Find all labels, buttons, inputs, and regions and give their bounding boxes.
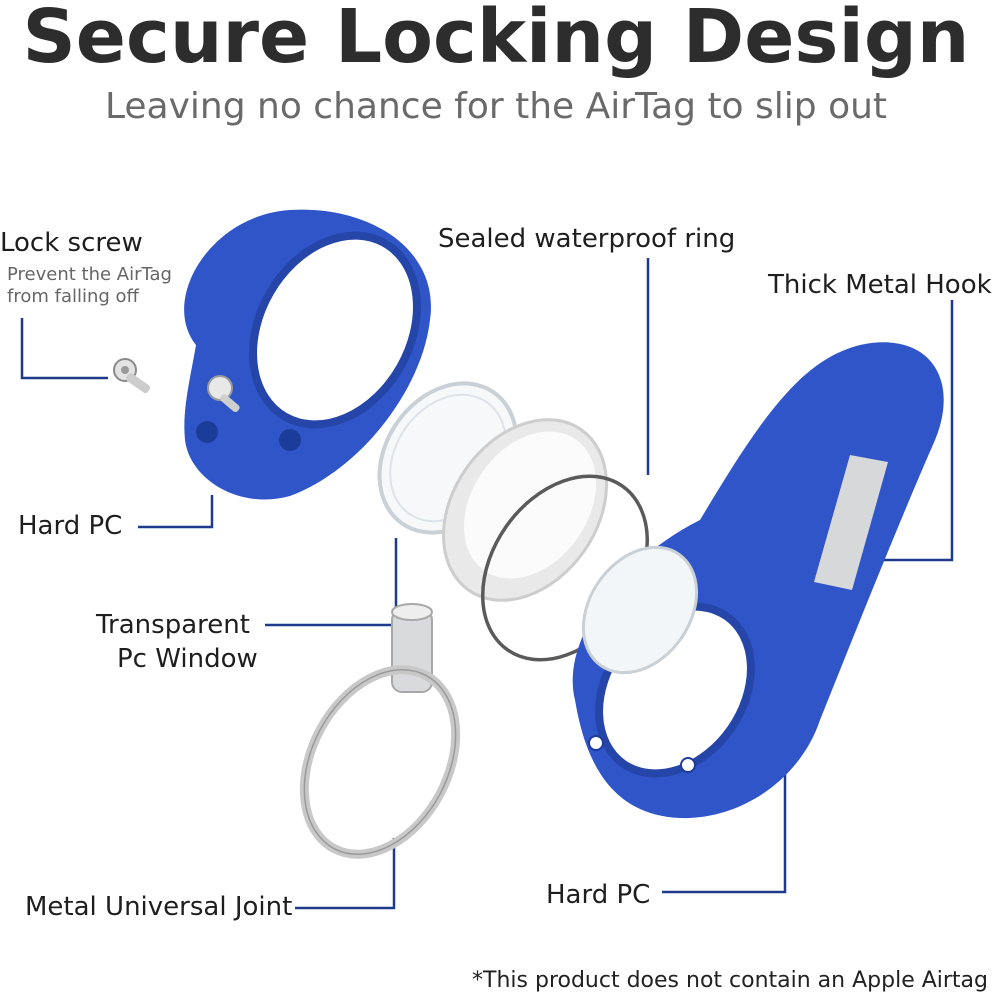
page-title: Secure Locking Design xyxy=(22,0,970,80)
leader-line-hard-pc-top xyxy=(138,495,214,529)
label-sealed-ring: Sealed waterproof ring xyxy=(438,224,736,254)
label-transparent-line2: Pc Window xyxy=(117,644,258,674)
leader-line-hard-pc-bottom xyxy=(662,765,787,894)
metal-universal-joint xyxy=(299,603,461,859)
leader-line-metal-joint xyxy=(295,838,396,910)
label-hard-pc-top: Hard PC xyxy=(18,511,123,541)
label-lock-screw-desc-2: from falling off xyxy=(7,286,139,307)
leader-line-metal-hook xyxy=(872,300,954,562)
leader-lines xyxy=(20,258,954,910)
label-transparent-line1: Transparent xyxy=(96,610,250,640)
leader-line-transparent xyxy=(265,538,398,627)
top-case-piece xyxy=(184,209,431,500)
lock-screw xyxy=(113,358,151,394)
page-subtitle: Leaving no chance for the AirTag to slip… xyxy=(104,86,888,127)
label-metal-hook: Thick Metal Hook xyxy=(768,270,992,300)
leader-line-lock-screw xyxy=(20,318,108,380)
label-hard-pc-bottom: Hard PC xyxy=(546,880,651,910)
label-lock-screw: Lock screw xyxy=(0,228,143,258)
footnote: *This product does not contain an Apple … xyxy=(472,968,988,993)
carabiner-hook xyxy=(572,342,944,819)
label-metal-joint: Metal Universal Joint xyxy=(25,892,293,922)
label-lock-screw-desc-1: Prevent the AirTag xyxy=(7,264,172,285)
